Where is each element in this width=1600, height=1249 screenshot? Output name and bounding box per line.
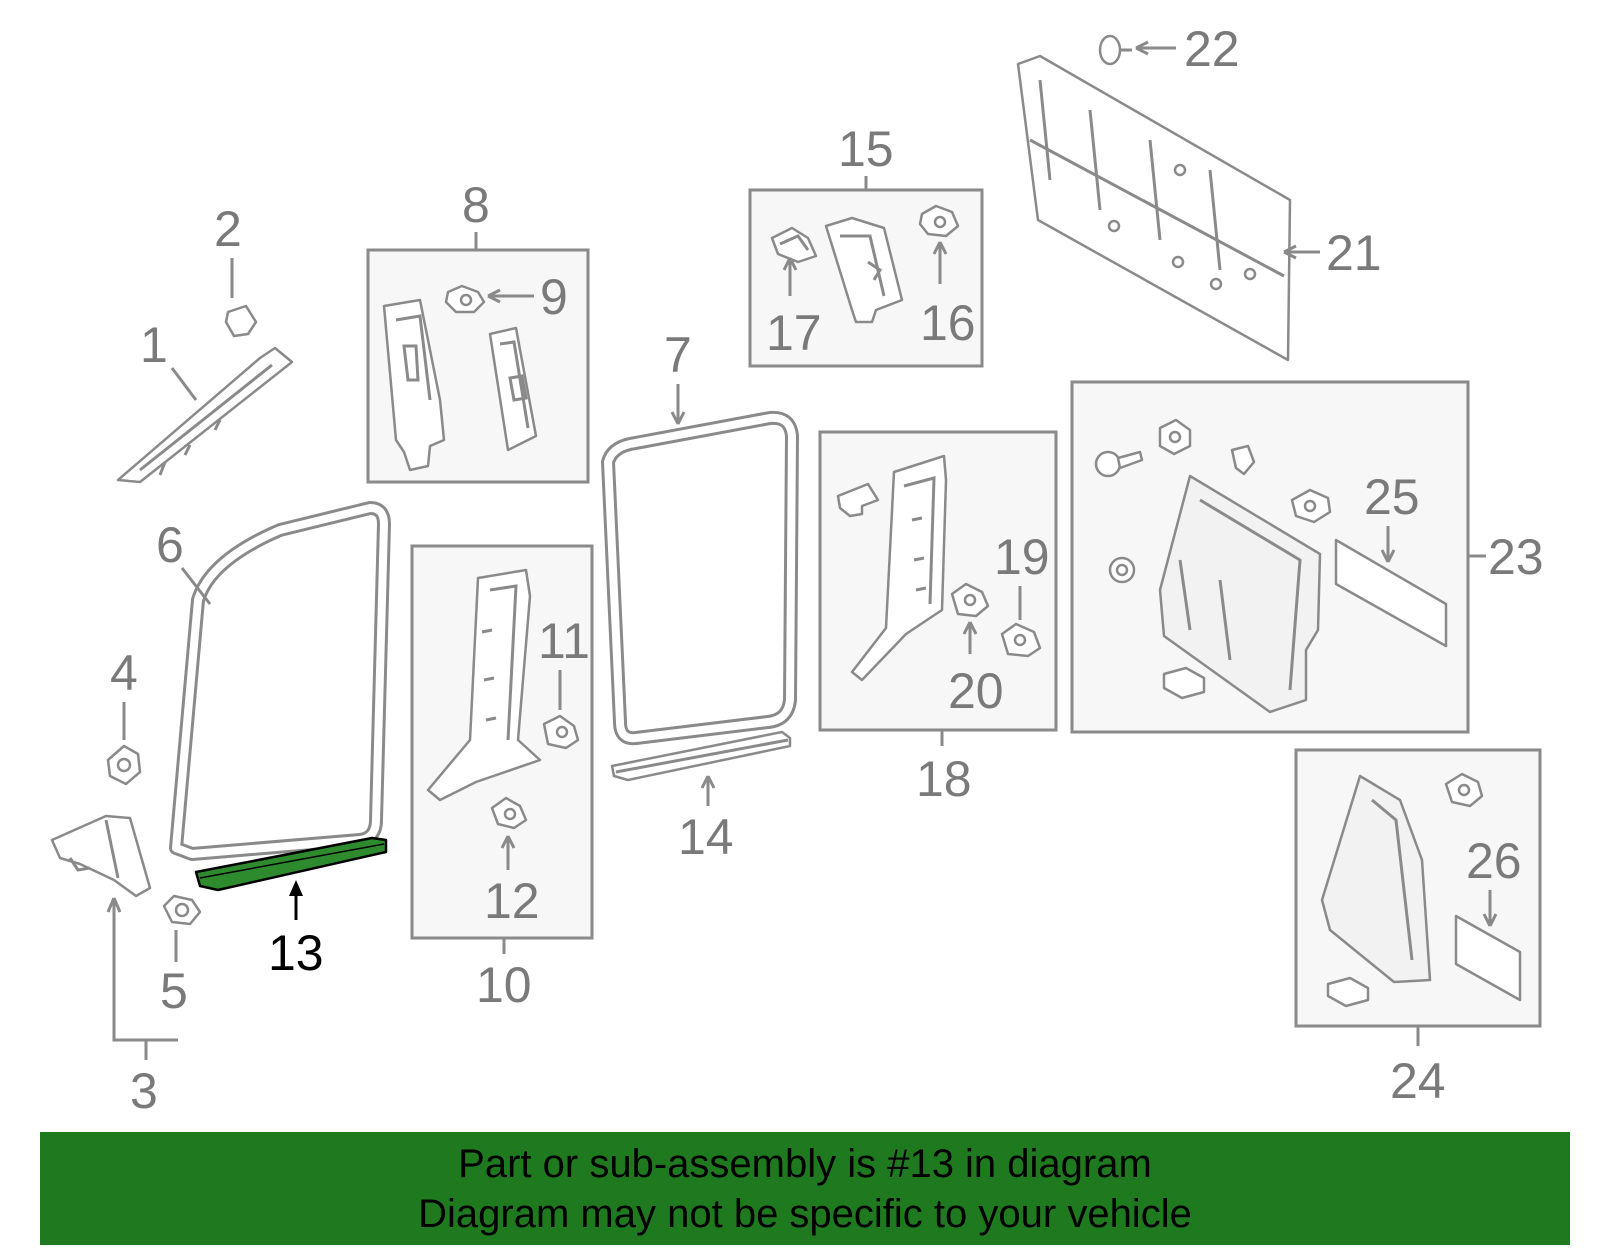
callout-5: 5 [160, 963, 188, 1019]
part-11-clip [542, 714, 580, 750]
callout-11: 11 [538, 613, 590, 669]
leader-6 [180, 567, 212, 605]
part-20-clip [950, 582, 990, 618]
part-15-cover [824, 216, 904, 324]
callout-25: 25 [1364, 469, 1420, 525]
part-24-pad [1326, 976, 1370, 1008]
part-10-pillar-trim [426, 568, 542, 802]
callout-16: 16 [920, 295, 976, 351]
part-1-garnish [116, 346, 294, 484]
callout-17: 17 [766, 305, 822, 361]
callout-1: 1 [140, 317, 168, 373]
part-17-clip [770, 226, 818, 264]
bracket-3 [112, 900, 178, 1042]
info-banner: Part or sub-assembly is #13 in diagram D… [40, 1132, 1570, 1245]
callout-18: 18 [916, 751, 972, 807]
part-8-inner-trim [488, 326, 538, 452]
callout-13: 13 [268, 925, 324, 981]
part-23-clip-c [1108, 556, 1136, 584]
part-24-quarter-trim [1320, 774, 1432, 984]
callout-26: 26 [1466, 833, 1522, 889]
part-19-clip [1000, 622, 1042, 658]
part-21-rear-panel [1016, 54, 1292, 362]
callout-24: 24 [1390, 1053, 1446, 1109]
part-26-cover [1454, 914, 1522, 1002]
part-23-nut [1158, 418, 1192, 456]
part-16-clip [918, 204, 960, 238]
banner-line-1: Part or sub-assembly is #13 in diagram [458, 1141, 1152, 1186]
leader-1 [170, 367, 198, 401]
part-22-clip [1098, 34, 1132, 66]
part-18-bracket [836, 482, 880, 518]
callout-4: 4 [110, 645, 138, 701]
callout-10: 10 [476, 957, 532, 1013]
part-23-pad [1162, 666, 1206, 700]
part-9-clip [444, 284, 486, 314]
part-25-trim-strip [1334, 538, 1448, 648]
part-8-pillar-trim [382, 298, 446, 472]
callout-9: 9 [540, 269, 568, 325]
callout-22: 22 [1184, 21, 1240, 77]
callout-15: 15 [838, 121, 894, 177]
callout-23: 23 [1488, 529, 1544, 585]
callout-14: 14 [678, 809, 734, 865]
part-4-nut [106, 744, 142, 786]
part-7-weatherstrip [601, 410, 799, 746]
callout-3: 3 [130, 1063, 158, 1119]
part-5-clip [162, 894, 202, 926]
part-13-scuff-plate [194, 836, 388, 892]
callout-21: 21 [1326, 225, 1382, 281]
part-24-clip [1444, 772, 1484, 808]
part-2-clip [224, 304, 258, 338]
callout-6: 6 [156, 517, 184, 573]
banner-line-2: Diagram may not be specific to your vehi… [418, 1191, 1192, 1236]
part-3-cowl-panel [50, 814, 152, 898]
callout-20: 20 [948, 663, 1004, 719]
part-23-quarter-trim [1158, 474, 1322, 714]
callout-2: 2 [214, 201, 242, 257]
callout-19: 19 [994, 529, 1050, 585]
callout-12: 12 [484, 873, 540, 929]
part-12-clip [490, 796, 528, 830]
part-23-bolt [1094, 450, 1144, 478]
callout-8: 8 [462, 177, 490, 233]
part-23-clip-a [1230, 444, 1256, 476]
part-18-pillar-trim [850, 454, 948, 682]
part-6-weatherstrip [169, 501, 391, 861]
part-14-scuff-plate [610, 730, 792, 782]
part-23-clip-b [1290, 488, 1332, 524]
callout-7: 7 [664, 327, 692, 383]
